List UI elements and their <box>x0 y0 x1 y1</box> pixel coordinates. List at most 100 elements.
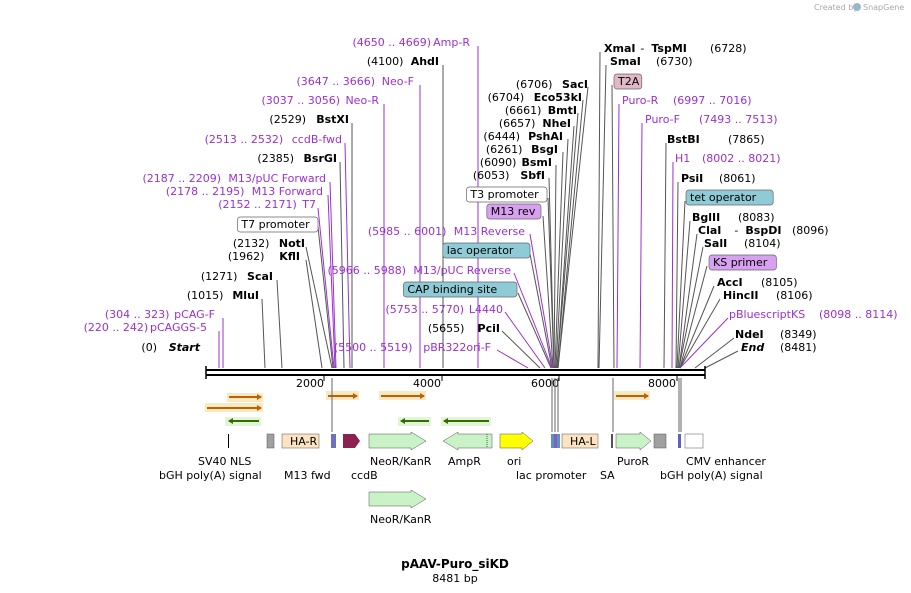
feature-box-label-box <box>237 216 319 233</box>
primer-position: (3037 .. 3056) <box>261 94 340 107</box>
primer-arrow <box>398 417 431 426</box>
neor-kanr-label: NeoR/KanR <box>370 455 432 468</box>
site-position: (6730) <box>656 55 693 68</box>
primer-position: (2513 .. 2532) <box>205 133 284 146</box>
primer-position: (3647 .. 3666) <box>296 75 375 88</box>
tick-label: 2000 <box>296 377 324 390</box>
primer-name: Amp-R <box>433 36 470 49</box>
site-position: (6261) <box>486 143 523 156</box>
plasmid-length: 8481 bp <box>432 572 477 585</box>
primer-position: (5500 .. 5519) <box>334 341 413 354</box>
feature-box-label-box <box>486 203 542 220</box>
site-name: SmaI <box>610 55 641 68</box>
bgh-polya-label-left: bGH poly(A) signal <box>159 469 262 482</box>
feature-box-label: T7 promoter <box>240 218 310 231</box>
sv40-nls-marker <box>228 434 229 448</box>
primer-position: (2152 .. 2171) <box>218 198 297 211</box>
tick-label: 4000 <box>413 377 441 390</box>
primer-name: L4440 <box>469 303 503 316</box>
site-name: Eco53kI <box>534 91 582 104</box>
primer-position: (8098 .. 8114) <box>819 308 898 321</box>
lac-marker-b <box>554 434 557 448</box>
site-name: PsiI <box>681 172 703 185</box>
site-name: BstBI <box>667 133 700 146</box>
site-name: MluI <box>232 289 259 302</box>
feature-box-label: M13 rev <box>491 205 536 218</box>
site-position: (6728) <box>710 42 747 55</box>
site-position: (8083) <box>738 211 775 224</box>
site-name: SalI <box>704 237 727 250</box>
m13-fwd-box <box>331 434 336 448</box>
primer-name: Puro-R <box>622 94 659 107</box>
primer-name: H1 <box>675 152 690 165</box>
ccdb-label: ccdB <box>351 469 378 482</box>
site-name: SbfI <box>520 169 545 182</box>
middle-label-group: SacI(6706)Eco53kI(6704)BmtI(6661)NheI(66… <box>327 78 588 354</box>
site-position: (8349) <box>780 328 817 341</box>
puror-arrow <box>615 431 652 451</box>
ampr-arrow <box>442 431 493 451</box>
sv40-nls-label: SV40 NLS <box>198 455 251 468</box>
tick-label: 8000 <box>648 377 676 390</box>
site-name: BstXI <box>316 113 349 126</box>
primer-arrow <box>227 393 263 402</box>
primer-name: M13 Reverse <box>454 225 525 238</box>
primer-position: (7493 .. 7513) <box>699 113 778 126</box>
primer-position: (220 .. 242) <box>84 321 149 334</box>
primer-position: (6997 .. 7016) <box>673 94 752 107</box>
neor-kanr-label-2: NeoR/KanR <box>370 513 432 526</box>
site-position: (2385) <box>257 152 294 165</box>
site-name: NheI <box>542 117 571 130</box>
site-position: (8106) <box>776 289 813 302</box>
site-name: Start <box>169 341 201 354</box>
primer-arrow <box>441 417 491 426</box>
feature-guides <box>331 378 682 432</box>
ha-r-label: HA-R <box>290 435 318 448</box>
bgh-polya-box-right <box>653 433 667 449</box>
site-position: (6090) <box>480 156 517 169</box>
site-separator: - <box>734 224 738 237</box>
snapgene-logo-icon <box>853 3 861 11</box>
primer-arrow <box>205 403 263 412</box>
neor-kanr-arrow-2 <box>368 489 427 509</box>
site-position: (1962) <box>228 250 265 263</box>
site-name: SacI <box>562 78 588 91</box>
site-name: HincII <box>723 289 759 302</box>
left-label-group: Amp-R(4650 .. 4669)AhdI(4100)Neo-F(3647 … <box>84 36 471 354</box>
site-position: (8096) <box>792 224 829 237</box>
site-position: (6053) <box>473 169 510 182</box>
site-position: (7865) <box>728 133 765 146</box>
leader-lines <box>218 46 739 369</box>
ccdb-arrow <box>343 434 360 448</box>
site-position: (1271) <box>201 270 238 283</box>
site-position: (6661) <box>505 104 542 117</box>
feature-box-label-box <box>685 189 774 206</box>
site-position: (6657) <box>499 117 536 130</box>
feature-box-label-box <box>613 73 643 90</box>
feature-box-label: lac operator <box>447 244 514 257</box>
site-position: (5655) <box>428 322 465 335</box>
site-name: TspMI <box>651 42 687 55</box>
sa-label: SA <box>600 469 615 482</box>
site-name: PshAI <box>528 130 563 143</box>
site-position: (2529) <box>269 113 306 126</box>
site-name: AhdI <box>411 55 439 68</box>
backbone <box>205 366 706 381</box>
h1-marker <box>678 434 681 448</box>
ha-r-box <box>281 433 320 449</box>
feature-box-label: T2A <box>617 75 640 88</box>
feature-box-label: KS primer <box>713 256 768 269</box>
neor-kanr-arrow <box>368 431 427 451</box>
site-name: End <box>741 341 764 354</box>
primer-name: T7 <box>301 198 316 211</box>
primer-position: (8002 .. 8021) <box>702 152 781 165</box>
site-name: BspDI <box>745 224 781 237</box>
feature-box-label-box <box>708 254 777 271</box>
right-label-group: XmaI-TspMI(6728)SmaI(6730)T2APuro-R(6997… <box>604 42 898 354</box>
site-name: BsrGI <box>304 152 337 165</box>
site-name: KflI <box>279 250 300 263</box>
site-name: ScaI <box>247 270 273 283</box>
feature-box-label-box <box>466 186 548 203</box>
ha-l-label: HA-L <box>570 435 597 448</box>
